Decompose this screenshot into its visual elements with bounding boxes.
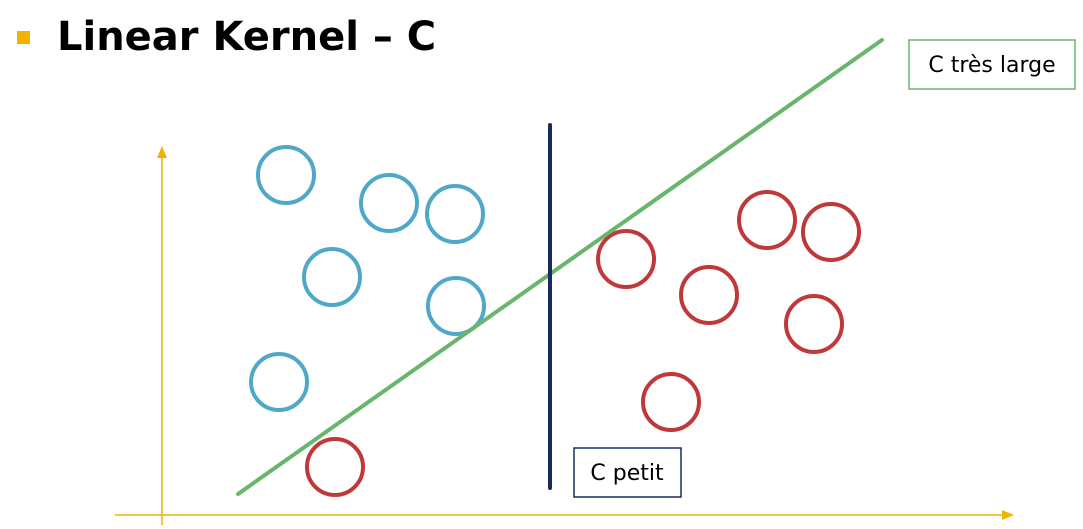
label-large-c-box [908, 39, 1076, 90]
class-b-point [679, 265, 739, 325]
class-b-point [596, 229, 656, 289]
class-b-point [784, 294, 844, 354]
label-small-c-text: C petit [590, 461, 664, 486]
class-b-point [801, 202, 861, 262]
class-b-point [737, 190, 797, 250]
label-large-c: C très large [908, 39, 1076, 90]
slide-title: Linear Kernel – C [57, 14, 437, 60]
title-bullet [17, 31, 30, 44]
label-large-c-text: C très large [928, 53, 1055, 78]
class-b-point [305, 437, 365, 497]
class-b-points [305, 190, 861, 497]
class-a-point [302, 247, 362, 307]
class-b-point [641, 372, 701, 432]
class-a-point [256, 145, 316, 205]
class-a-point [359, 173, 419, 233]
class-a-points [249, 145, 486, 412]
label-small-c: C petit [573, 447, 682, 498]
class-a-point [249, 352, 309, 412]
boundary-large-c [236, 38, 884, 496]
class-a-point [426, 276, 486, 336]
label-small-c-box [573, 447, 682, 498]
class-a-point [425, 184, 485, 244]
